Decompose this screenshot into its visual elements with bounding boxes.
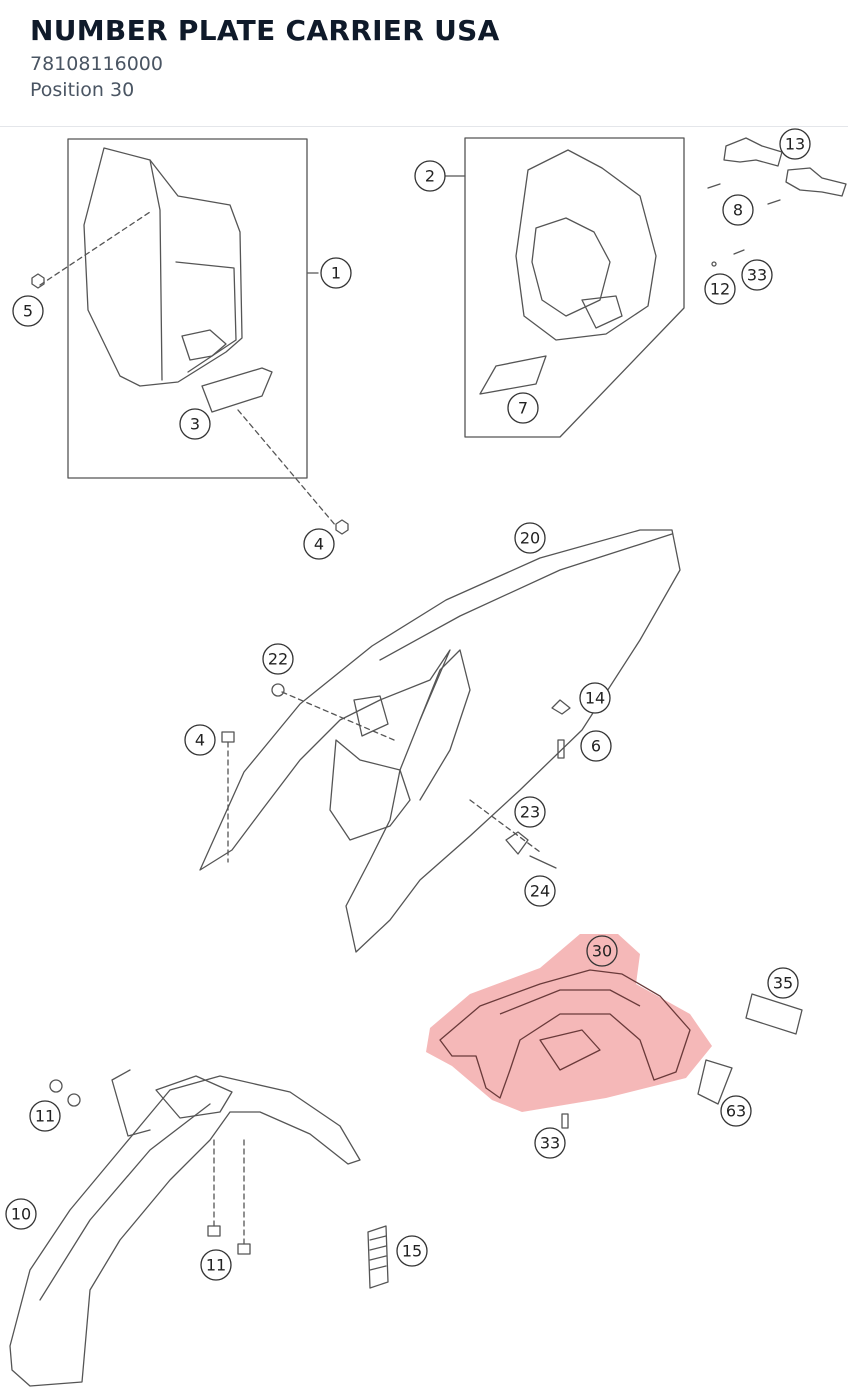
part-3-plate (201, 367, 273, 413)
callout-layer (5, 128, 811, 1281)
callout-4b: 4 (195, 731, 205, 750)
callout-63: 63 (726, 1102, 746, 1121)
callout-12: 12 (710, 280, 730, 299)
callout-labels: 1 2 3 4 5 7 8 12 13 33 20 22 4 14 6 23 2… (11, 135, 805, 1275)
callout-23: 23 (520, 803, 540, 822)
part-2-mask (515, 149, 657, 341)
group-box-1 (67, 138, 308, 479)
part-10-front-fender (9, 1075, 361, 1387)
callout-35: 35 (773, 974, 793, 993)
part-headlight-mask-1 (83, 147, 243, 387)
callout-33b: 33 (540, 1134, 560, 1153)
callout-2: 2 (425, 167, 435, 186)
callout-10: 10 (11, 1205, 31, 1224)
group-box-2 (464, 137, 685, 438)
part-13-strap (723, 137, 783, 167)
page-title: NUMBER PLATE CARRIER USA (30, 14, 500, 47)
callout-3: 3 (190, 415, 200, 434)
callout-33a: 33 (747, 266, 767, 285)
page-header: NUMBER PLATE CARRIER USA 78108116000 Pos… (0, 0, 848, 127)
callout-20: 20 (520, 529, 540, 548)
callout-6: 6 (591, 737, 601, 756)
highlight-area-30 (426, 934, 712, 1112)
exploded-parts-diagram: 1 2 3 4 5 7 8 12 13 33 20 22 4 14 6 23 2… (5, 128, 847, 1387)
callout-13: 13 (785, 135, 805, 154)
part-63-reflector (697, 1059, 733, 1105)
callout-11b: 11 (206, 1256, 226, 1275)
position-label: Position 30 (30, 79, 135, 101)
callout-24: 24 (530, 882, 550, 901)
part-number: 78108116000 (30, 53, 163, 75)
callout-7: 7 (518, 399, 528, 418)
callout-1: 1 (331, 264, 341, 283)
callout-22: 22 (268, 650, 288, 669)
part-15-filter (367, 1225, 389, 1289)
callout-14: 14 (585, 689, 605, 708)
callout-11a: 11 (35, 1107, 55, 1126)
callout-4a: 4 (314, 535, 324, 554)
part-7-decal (479, 355, 547, 395)
callout-30: 30 (592, 942, 612, 961)
callout-15: 15 (402, 1242, 422, 1261)
callout-8: 8 (733, 201, 743, 220)
part-30-number-plate-carrier (439, 969, 691, 1099)
part-35-light (745, 993, 803, 1035)
callout-5: 5 (23, 302, 33, 321)
part-20-rear-fender (199, 529, 681, 953)
